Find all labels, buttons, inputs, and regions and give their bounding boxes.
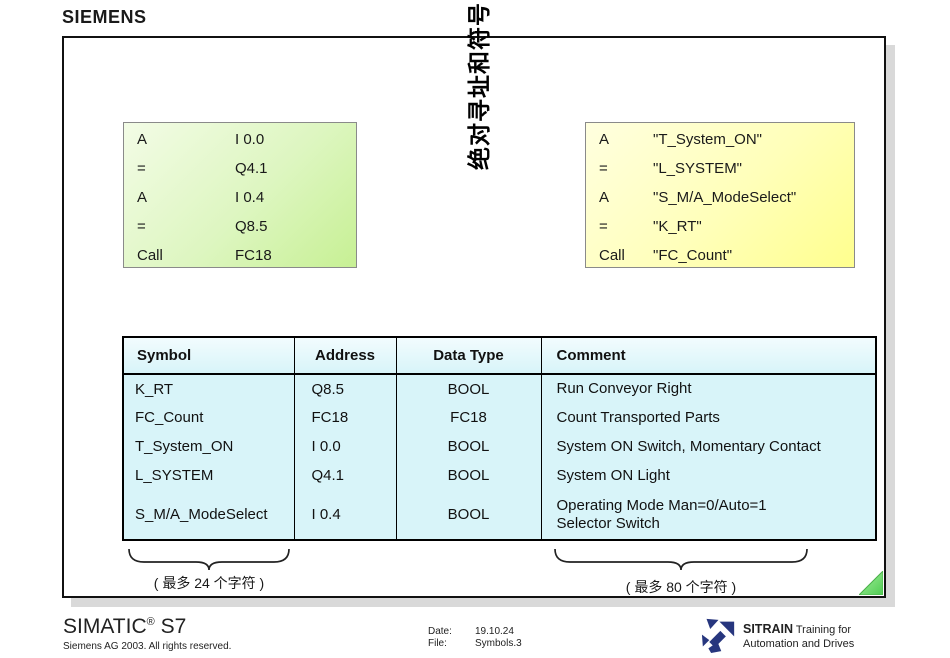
- opcode: =: [137, 160, 146, 177]
- cell-type: BOOL: [395, 432, 541, 461]
- cell-symbol: L_SYSTEM: [123, 461, 294, 490]
- operand: FC18: [235, 247, 272, 264]
- operand: "K_RT": [653, 218, 702, 235]
- operand: "S_M/A_ModeSelect": [653, 189, 797, 206]
- operand: "FC_Count": [653, 247, 733, 264]
- table-row: FC_Count FC18 FC18 Count Transported Par…: [123, 403, 876, 432]
- sitrain-logo-icon: [700, 618, 737, 653]
- opcode: Call: [137, 247, 163, 264]
- cell-address: Q8.5: [293, 374, 396, 403]
- header-address: Address: [293, 337, 396, 375]
- opcode: Call: [599, 247, 625, 264]
- code-line: Call FC18: [137, 241, 356, 270]
- table-row: T_System_ON I 0.0 BOOL System ON Switch,…: [123, 432, 876, 461]
- corner-triangle-icon: [857, 569, 884, 596]
- table-row: L_SYSTEM Q4.1 BOOL System ON Light: [123, 461, 876, 490]
- header-data-type: Data Type: [395, 337, 541, 375]
- cell-comment: Count Transported Parts: [540, 403, 876, 432]
- operand: "T_System_ON": [653, 131, 763, 148]
- cell-symbol: S_M/A_ModeSelect: [123, 490, 294, 540]
- cell-type: BOOL: [395, 490, 541, 540]
- code-line: = Q4.1: [137, 154, 356, 183]
- sitrain-tagline2: Automation and Drives: [743, 638, 855, 650]
- opcode: A: [599, 189, 610, 206]
- cell-symbol: T_System_ON: [123, 432, 294, 461]
- product-title: SIMATIC® S7: [63, 615, 231, 639]
- date-row: Date: 19.10.24: [428, 626, 522, 638]
- file-value: Symbols.3: [475, 638, 522, 649]
- footer-meta-block: Date: 19.10.24 File: Symbols.3: [428, 626, 522, 650]
- opcode: =: [599, 218, 608, 235]
- code-line: = "L_SYSTEM": [599, 154, 854, 183]
- sitrain-text: SITRAIN Training for Automation and Driv…: [743, 618, 854, 653]
- footer-product-block: SIMATIC® S7 Siemens AG 2003. All rights …: [63, 615, 231, 652]
- cell-type: BOOL: [395, 374, 541, 403]
- cell-address: Q4.1: [293, 461, 396, 490]
- product-name-text: SIMATIC: [63, 615, 147, 638]
- cell-type: BOOL: [395, 461, 541, 490]
- file-row: File: Symbols.3: [428, 638, 522, 650]
- date-label: Date:: [428, 626, 452, 637]
- cell-comment: System ON Switch, Momentary Contact: [540, 432, 876, 461]
- symbol-length-note: ( 最多 24 个字符 ): [153, 575, 265, 591]
- cell-comment: System ON Light: [540, 461, 876, 490]
- header-symbol: Symbol: [123, 337, 294, 375]
- date-value: 19.10.24: [475, 626, 514, 637]
- registered-mark: ®: [146, 616, 155, 628]
- opcode: =: [599, 160, 608, 177]
- sitrain-block: SITRAIN Training for Automation and Driv…: [700, 618, 854, 653]
- file-label: File:: [428, 638, 447, 649]
- sitrain-tagline1: Training for: [793, 624, 852, 636]
- cell-type: FC18: [395, 403, 541, 432]
- comment-column-brace: [554, 547, 808, 571]
- copyright-text: Siemens AG 2003. All rights reserved.: [63, 641, 232, 652]
- code-line: A I 0.0: [137, 125, 356, 154]
- operand: Q4.1: [235, 160, 268, 177]
- sitrain-name: SITRAIN: [743, 622, 793, 636]
- comment-length-note: ( 最多 80 个字符 ): [625, 579, 737, 595]
- cell-address: I 0.4: [293, 490, 396, 540]
- opcode: A: [137, 189, 148, 206]
- cell-address: FC18: [293, 403, 396, 432]
- code-line: A I 0.4: [137, 183, 356, 212]
- sitrain-line1: SITRAIN Training for: [743, 622, 854, 637]
- operand: I 0.0: [235, 131, 265, 148]
- operand: I 0.4: [235, 189, 265, 206]
- symbolic-code-box: A "T_System_ON" = "L_SYSTEM" A "S_M/A_ModeS…: [585, 122, 855, 268]
- code-line: A "T_System_ON": [599, 125, 854, 154]
- cell-comment: Operating Mode Man=0/Auto=1 Selector Swi…: [540, 490, 876, 540]
- cell-address: I 0.0: [293, 432, 396, 461]
- table-row: S_M/A_ModeSelect I 0.4 BOOL Operating Mo…: [123, 490, 876, 540]
- code-line: = "K_RT": [599, 212, 854, 241]
- code-line: A "S_M/A_ModeSelect": [599, 183, 854, 212]
- code-line: Call "FC_Count": [599, 241, 854, 270]
- table-row: K_RT Q8.5 BOOL Run Conveyor Right: [123, 374, 876, 403]
- opcode: =: [137, 218, 146, 235]
- product-suffix-text: S7: [154, 615, 187, 638]
- symbol-table: Symbol Address Data Type Comment K_RT Q8…: [122, 336, 877, 541]
- opcode: A: [599, 131, 610, 148]
- operand: "L_SYSTEM": [653, 160, 743, 177]
- cell-comment: Run Conveyor Right: [540, 374, 876, 403]
- opcode: A: [137, 131, 148, 148]
- cell-symbol: FC_Count: [123, 403, 294, 432]
- slide-title-vertical: 绝对寻址和符号: [466, 2, 492, 170]
- absolute-code-box: A I 0.0 = Q4.1 A I 0.4 = Q8.5 Call FC18: [123, 122, 357, 268]
- operand: Q8.5: [235, 218, 268, 235]
- table-header-row: Symbol Address Data Type Comment: [123, 337, 876, 375]
- symbol-column-brace: [128, 547, 290, 571]
- cell-symbol: K_RT: [123, 374, 294, 403]
- siemens-logo: SIEMENS: [62, 7, 147, 27]
- header-comment: Comment: [540, 337, 876, 375]
- code-line: = Q8.5: [137, 212, 356, 241]
